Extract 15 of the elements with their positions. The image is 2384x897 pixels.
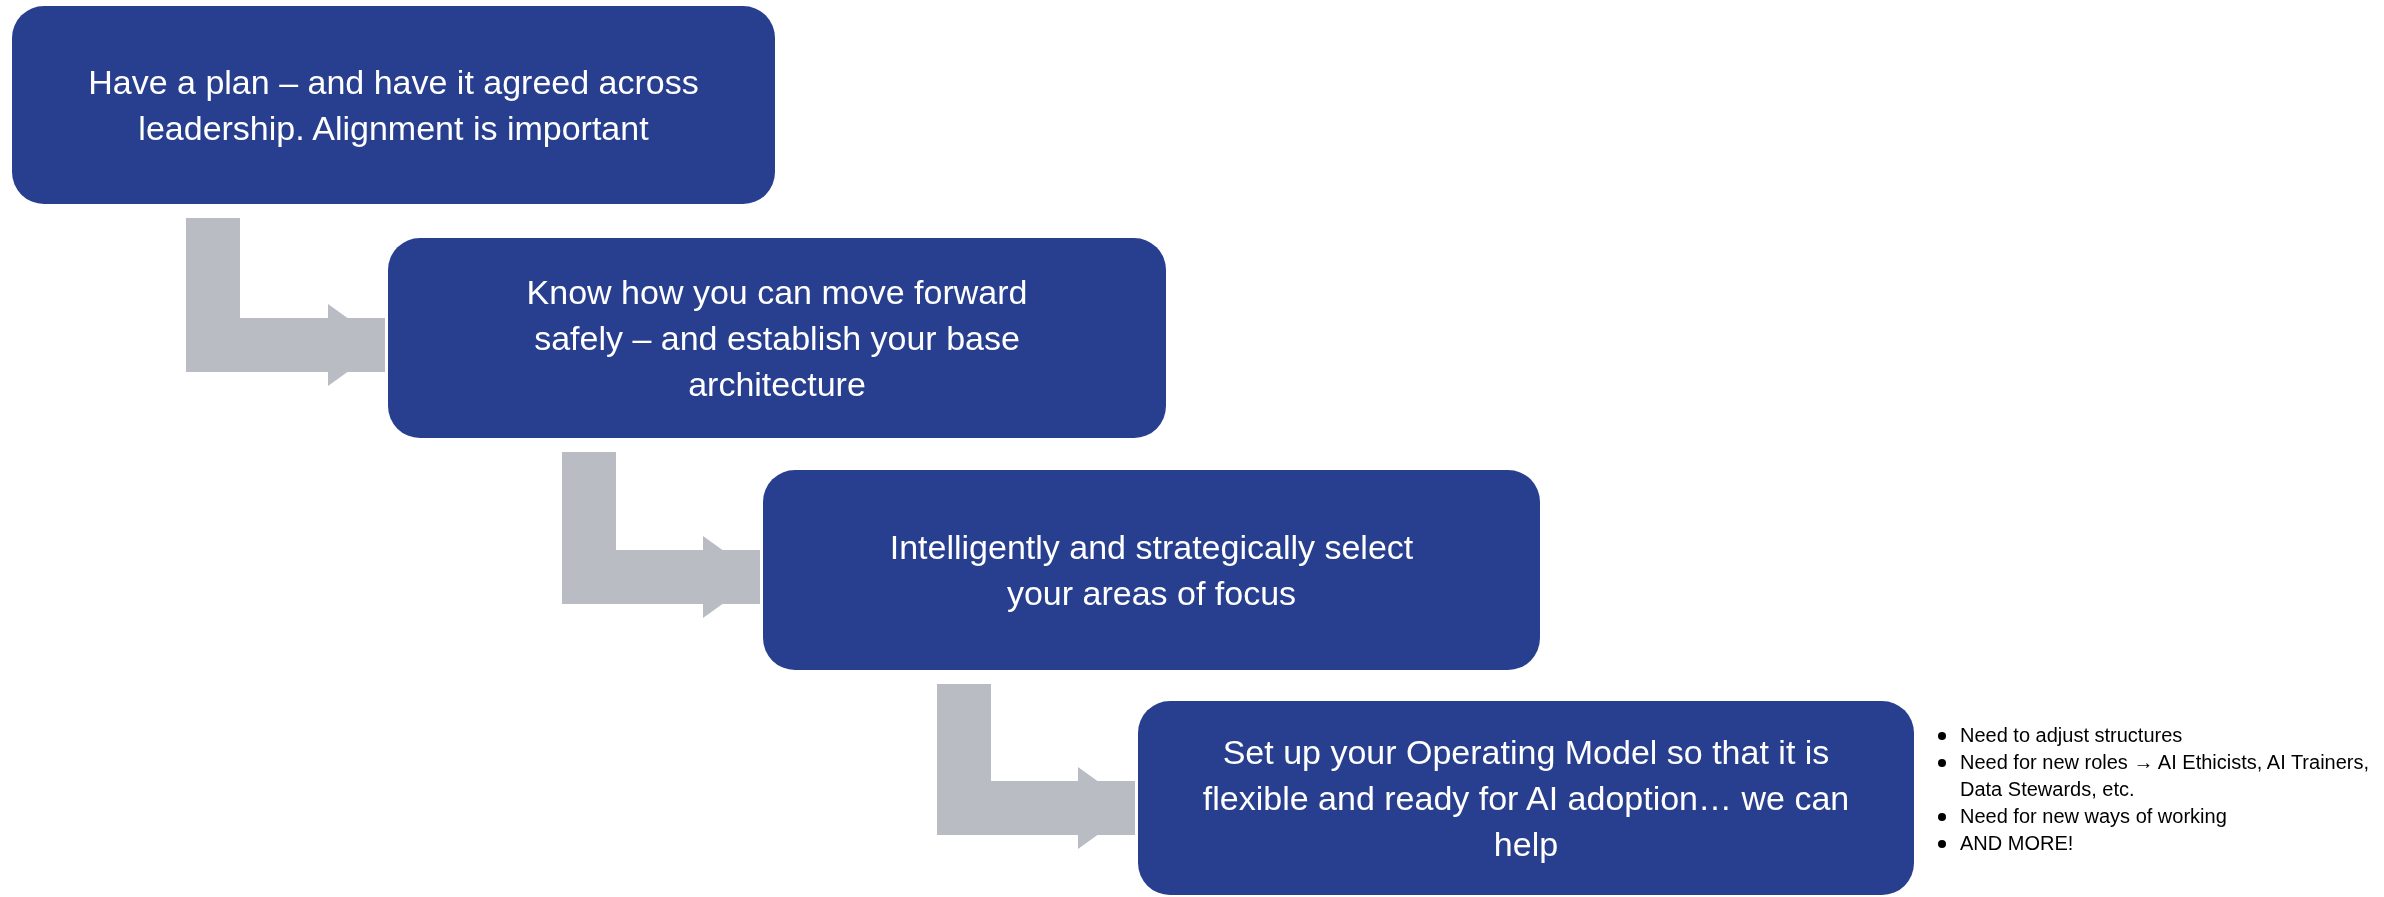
- bullet-item: Need for new ways of working: [1960, 804, 2227, 829]
- elbow-arrow: [937, 684, 1135, 849]
- step-box: [763, 470, 1540, 670]
- bullet-item: AND MORE!: [1960, 831, 2074, 856]
- step-box: [12, 6, 775, 204]
- elbow-arrow: [562, 452, 760, 618]
- bullet-item: Need for new roles → AI Ethicists, AI Trainers, Data Stewards, etc.: [1960, 750, 2371, 802]
- elbow-arrow: [186, 218, 385, 386]
- step-box: [1138, 701, 1914, 895]
- step-text: Know how you can move forward safely – and establish your base architecture: [525, 272, 1029, 405]
- bullet-item: Need to adjust structures: [1960, 723, 2183, 748]
- step-text: Have a plan – and have it agreed across leadership. Alignment is important: [87, 62, 700, 149]
- step-box: [388, 238, 1166, 438]
- step-text: Intelligently and strategically select your areas of focus: [888, 527, 1415, 614]
- step-text: Set up your Operating Model so that it is flexible and ready for AI adoption… we can help: [1201, 732, 1851, 865]
